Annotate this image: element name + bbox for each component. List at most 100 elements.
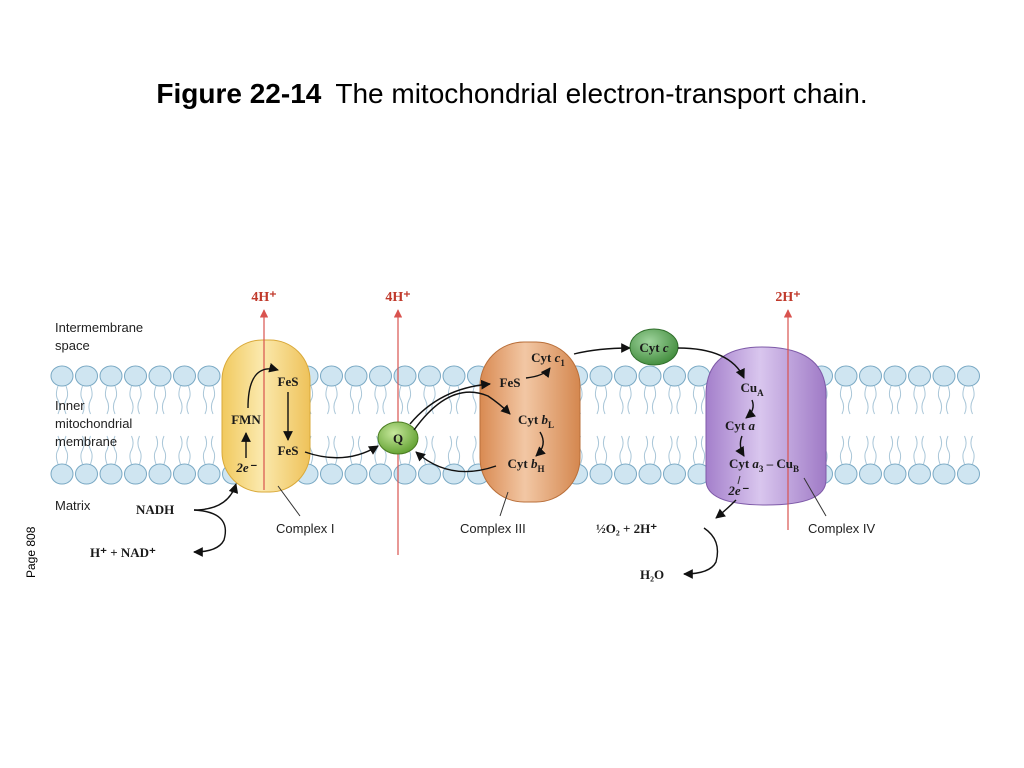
cyt-bh-sub: H [537, 464, 544, 474]
lipid-tail [945, 435, 951, 465]
oxygen-label: ½O₂ + 2H⁺ [596, 521, 657, 536]
lipid-tail [431, 435, 436, 465]
lipid-head [75, 463, 98, 485]
lipid-tail [202, 385, 208, 415]
lipid-head [197, 365, 221, 387]
lipid-head [148, 365, 172, 387]
lipid-head [638, 463, 662, 485]
lipid-tail [847, 435, 853, 465]
complex-1-arrow-to-q [304, 445, 379, 459]
lipid-tail [153, 435, 159, 465]
lipid-tail [178, 435, 183, 465]
lipid-tail [888, 435, 894, 465]
lipid-tail [104, 435, 110, 465]
cyt-c1-sub: 1 [560, 358, 565, 368]
cyta3-tick [737, 475, 741, 485]
lipid-tail [913, 385, 918, 415]
cytc1-to-cytc-arrow [573, 343, 631, 355]
lipid-tail [839, 385, 845, 415]
lipid-tail [80, 435, 85, 465]
lipid-tail [619, 385, 624, 415]
lipid-tail [455, 435, 461, 465]
complex-3-cyt-c1: Cyt c1 [531, 350, 565, 368]
lipid-tail [202, 435, 208, 465]
lipid-tail [186, 385, 191, 415]
complex-4-cyt-a: Cyt a [725, 418, 755, 433]
cyta3-base: Cyt [729, 456, 752, 471]
lipid-tail [178, 385, 183, 415]
lipid-tail [651, 385, 657, 415]
lipid-head [442, 365, 466, 387]
complex-4-proton-label: 2H⁺ [775, 290, 800, 305]
complex-1-fmn: FMN [231, 412, 261, 427]
lipid-head [614, 463, 637, 485]
lipid-head [418, 365, 441, 387]
lipid-head [393, 365, 417, 387]
lipid-head [369, 365, 392, 387]
lipid-head [859, 365, 882, 387]
cyta-base: Cyt [725, 418, 748, 433]
lipid-tail [921, 385, 926, 415]
lipid-head [663, 463, 686, 485]
lipid-head [589, 463, 613, 485]
lipid-tail [447, 435, 453, 465]
lipid-tail [643, 435, 649, 465]
lipid-tail [455, 385, 461, 415]
lipid-tail [602, 385, 608, 415]
complex-3-label: Complex III [460, 521, 526, 536]
cyt-bl-b: b [541, 412, 548, 427]
lipid-tail [406, 385, 412, 415]
matrix-label: Matrix [55, 498, 91, 513]
lipid-tail [398, 385, 404, 415]
lipid-tail [668, 385, 673, 415]
lipid-tail [88, 385, 93, 415]
nadh-label: NADH [136, 502, 174, 517]
cyta3-dash: – Cu [763, 456, 793, 471]
lipid-tail [594, 435, 600, 465]
lipid-tail [447, 385, 453, 415]
cyta3-a: a [752, 456, 759, 471]
lipid-head [908, 365, 931, 387]
lipid-head [589, 365, 613, 387]
lipid-head [197, 463, 221, 485]
lipid-tail [374, 385, 379, 415]
lipid-tail [676, 435, 681, 465]
lipid-tail [921, 435, 926, 465]
lipid-tail [872, 435, 877, 465]
lipid-tail [104, 385, 110, 415]
lipid-tail [63, 385, 69, 415]
lipid-tail [602, 435, 608, 465]
complex-1-proton-label: 4H⁺ [251, 290, 276, 305]
complex-1-fes-top: FeS [278, 374, 299, 389]
complex-3-leader [499, 491, 509, 517]
lipid-tail [153, 385, 159, 415]
cyt-bl-sub: L [548, 420, 554, 430]
lipid-head [418, 463, 441, 485]
lipid-head [369, 463, 392, 485]
intermembrane-label-1: Intermembrane [55, 320, 143, 335]
q-proton-label: 4H⁺ [385, 290, 410, 305]
cyt-c-base: Cyt [639, 340, 662, 355]
complex-4-cu-a: CuA [740, 380, 764, 398]
lipid-head [344, 463, 368, 485]
lipid-tail [349, 435, 355, 465]
lipid-head [932, 463, 956, 485]
lipid-tail [325, 435, 330, 465]
complex-4-body [705, 346, 827, 506]
complex-4-cyt-a3-cub: Cyt a3 – CuB [729, 456, 799, 474]
lipid-tail [864, 435, 869, 465]
lipid-tail [88, 435, 93, 465]
lipid-head [834, 463, 858, 485]
lipid-head [614, 365, 637, 387]
lipid-tail [700, 435, 706, 465]
lipid-tail [112, 385, 118, 415]
lipid-tail [80, 385, 85, 415]
lipid-head [320, 365, 343, 387]
nad-products-label: H⁺ + NAD⁺ [90, 545, 156, 560]
lipid-tail [937, 385, 943, 415]
lipid-tail [970, 385, 975, 415]
lipid-tail [333, 385, 338, 415]
lipid-tail [676, 385, 681, 415]
lipid-tail [872, 385, 877, 415]
